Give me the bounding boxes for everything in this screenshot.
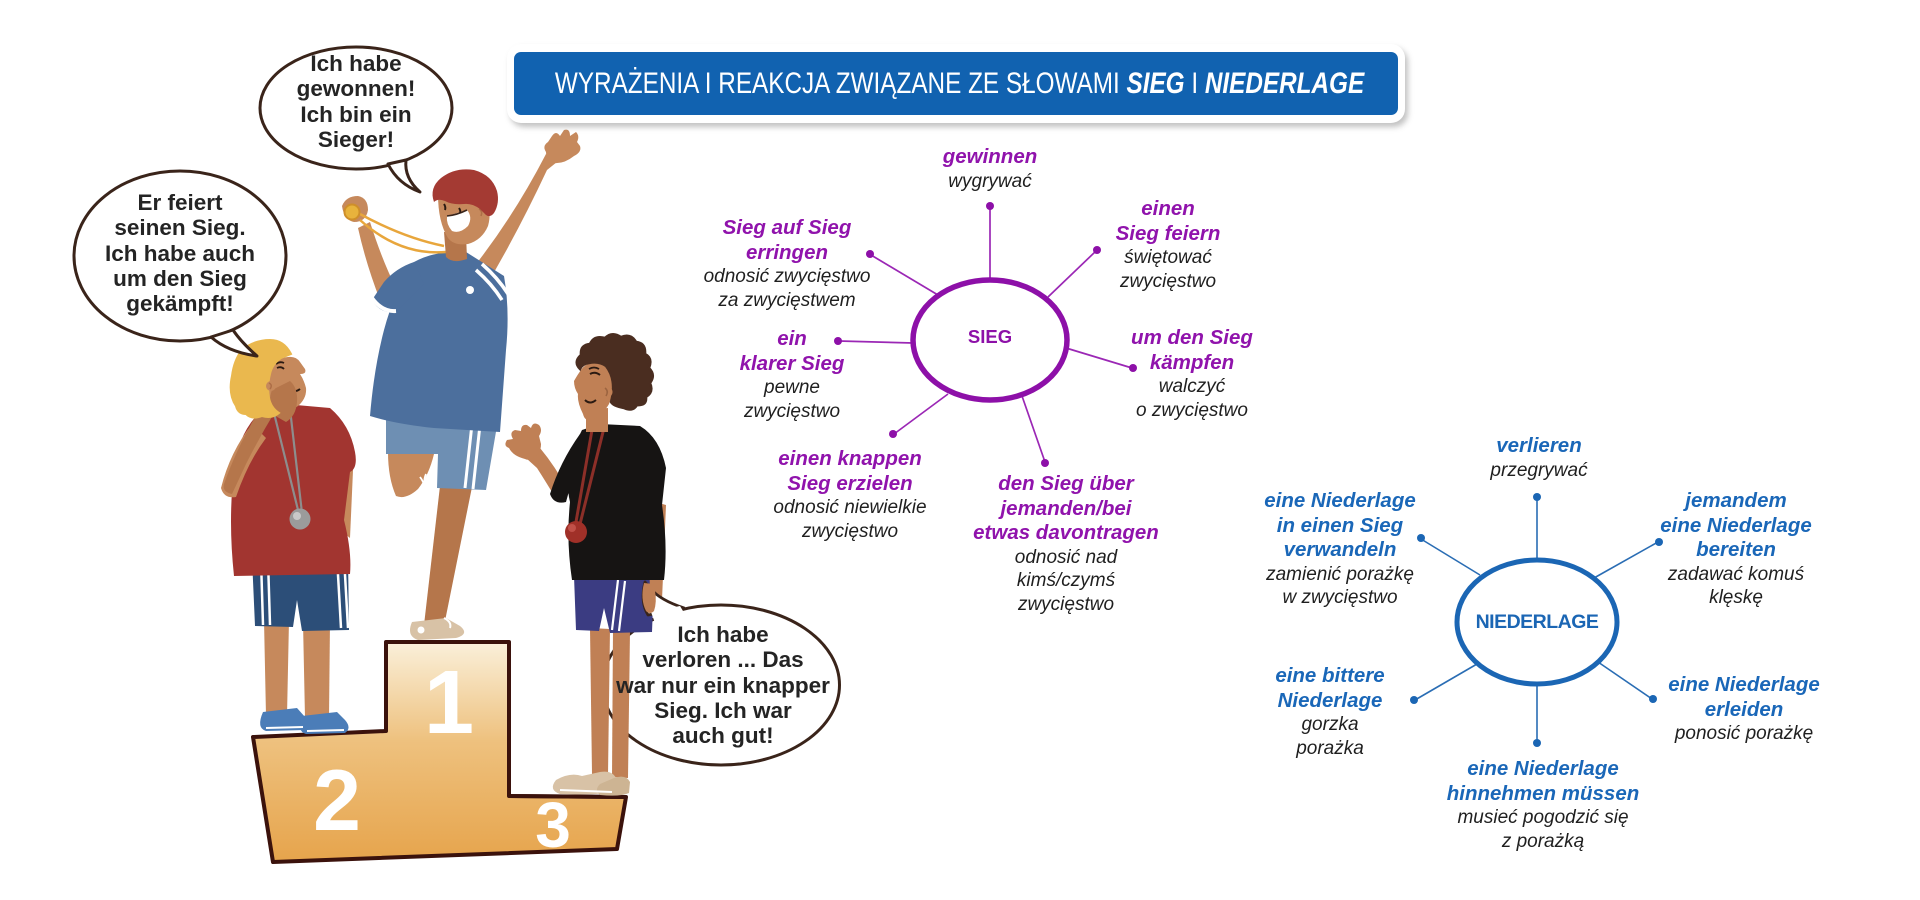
svg-text:NIEDERLAGE: NIEDERLAGE — [1476, 611, 1599, 633]
svg-text:SIEG: SIEG — [968, 326, 1012, 347]
